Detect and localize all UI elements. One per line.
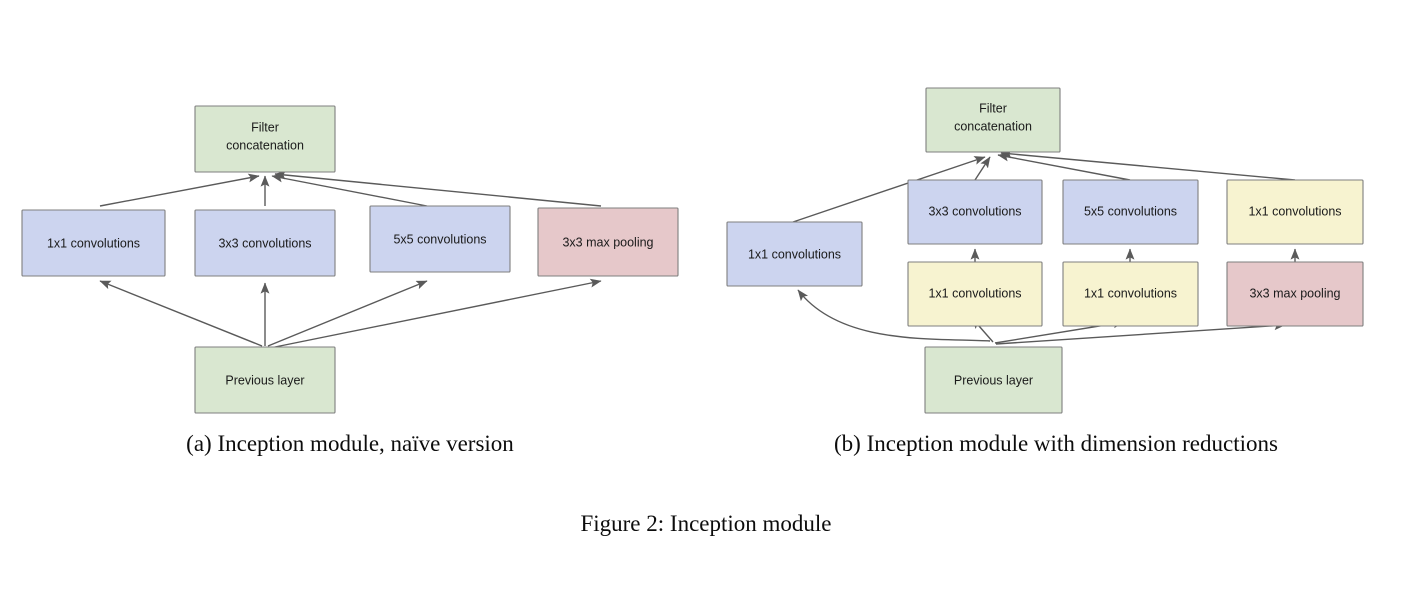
edge-prev-to-pool-a [269,278,602,349]
node-3x3-convolutions-b[interactable]: 3x3 convolutions [907,179,1043,245]
node-1x1-convolutions-left-b[interactable]: 1x1 convolutions [726,221,863,287]
node-box-1x1-convolutions-reduce-b-b[interactable] [1062,261,1199,327]
edge-prev-to-5x5-a [267,280,428,347]
node-box-filter-concatenation-b[interactable] [925,87,1061,153]
node-label-1x1-convolutions-reduce-a-b: 1x1 convolutions [928,286,1021,300]
node-box-3x3-max-pooling-a[interactable] [537,207,679,277]
node-label-1x1-convolutions-reduce-b-b: 1x1 convolutions [1084,286,1177,300]
edge-1x1-left-to-concat-b [792,156,986,223]
edge-prev-to-1x1-a [99,280,263,347]
node-filter-concatenation-b[interactable]: Filter concatenation [925,87,1061,153]
node-box-5x5-convolutions-a[interactable] [369,205,511,273]
node-label-previous-layer-a: Previous layer [225,373,304,387]
node-1x1-convolutions-reduce-a-b[interactable]: 1x1 convolutions [907,261,1043,327]
node-1x1-convolutions-reduce-b-b[interactable]: 1x1 convolutions [1062,261,1199,327]
node-label-3x3-max-pooling-a: 3x3 max pooling [562,235,653,249]
node-3x3-max-pooling-b[interactable]: 3x3 max pooling [1226,261,1364,327]
node-label-1x1-convolutions-a: 1x1 convolutions [47,236,140,250]
node-label-1x1-convolutions-left-b: 1x1 convolutions [748,247,841,261]
edge-1x1-to-concat-a [99,173,260,207]
diagram-a: Filter concatenation 1x1 convolutions 3x… [21,105,679,414]
node-1x1-convolutions-a[interactable]: 1x1 convolutions [21,209,166,277]
node-3x3-convolutions-a[interactable]: 3x3 convolutions [194,209,336,277]
subcaption-a: (a) Inception module, naïve version [186,431,514,456]
node-previous-layer-a[interactable]: Previous layer [194,346,336,414]
node-label-3x3-max-pooling-b: 3x3 max pooling [1249,286,1340,300]
node-box-previous-layer-b[interactable] [924,346,1063,414]
node-label-filter-concatenation-b-line2: concatenation [954,119,1032,133]
node-previous-layer-b[interactable]: Previous layer [924,346,1063,414]
node-box-1x1-convolutions-a[interactable] [21,209,166,277]
node-label-5x5-convolutions-a: 5x5 convolutions [393,232,486,246]
node-label-3x3-convolutions-b: 3x3 convolutions [928,204,1021,218]
node-box-filter-concatenation-a[interactable] [194,105,336,173]
edge-5x5-to-concat-b [997,152,1131,181]
node-label-previous-layer-b: Previous layer [954,373,1033,387]
node-box-1x1-convolutions-reduce-a-b[interactable] [907,261,1043,327]
figure-caption: Figure 2: Inception module [580,511,832,536]
edge-prev-to-1x1-left-b [797,289,991,342]
node-label-5x5-convolutions-b: 5x5 convolutions [1084,204,1177,218]
node-box-1x1-convolutions-left-b[interactable] [726,221,863,287]
edge-pool-to-concat-a [274,170,602,207]
node-box-3x3-max-pooling-b[interactable] [1226,261,1364,327]
diagram-b: Filter concatenation 1x1 convolutions 3x… [726,87,1364,414]
node-label-1x1-convolutions-pool-proj-b: 1x1 convolutions [1248,204,1341,218]
node-3x3-max-pooling-a[interactable]: 3x3 max pooling [537,207,679,277]
node-box-previous-layer-a[interactable] [194,346,336,414]
node-box-1x1-convolutions-pool-proj-b[interactable] [1226,179,1364,245]
node-label-filter-concatenation-a-line1: Filter [251,120,279,134]
node-label-filter-concatenation-a-line2: concatenation [226,138,304,152]
node-filter-concatenation-a[interactable]: Filter concatenation [194,105,336,173]
node-box-3x3-convolutions-a[interactable] [194,209,336,277]
node-label-filter-concatenation-b-line1: Filter [979,101,1007,115]
node-box-5x5-convolutions-b[interactable] [1062,179,1199,245]
node-5x5-convolutions-a[interactable]: 5x5 convolutions [369,205,511,273]
edge-3x3-to-concat-b [974,156,991,181]
edge-prev-to-maxpool-b [995,321,1286,345]
edge-1x1-top-to-concat-b [1000,149,1296,181]
node-box-3x3-convolutions-b[interactable] [907,179,1043,245]
node-5x5-convolutions-b[interactable]: 5x5 convolutions [1062,179,1199,245]
subcaption-b: (b) Inception module with dimension redu… [834,431,1278,456]
edge-5x5-to-concat-a [271,173,428,207]
node-1x1-convolutions-pool-proj-b[interactable]: 1x1 convolutions [1226,179,1364,245]
node-label-3x3-convolutions-a: 3x3 convolutions [218,236,311,250]
